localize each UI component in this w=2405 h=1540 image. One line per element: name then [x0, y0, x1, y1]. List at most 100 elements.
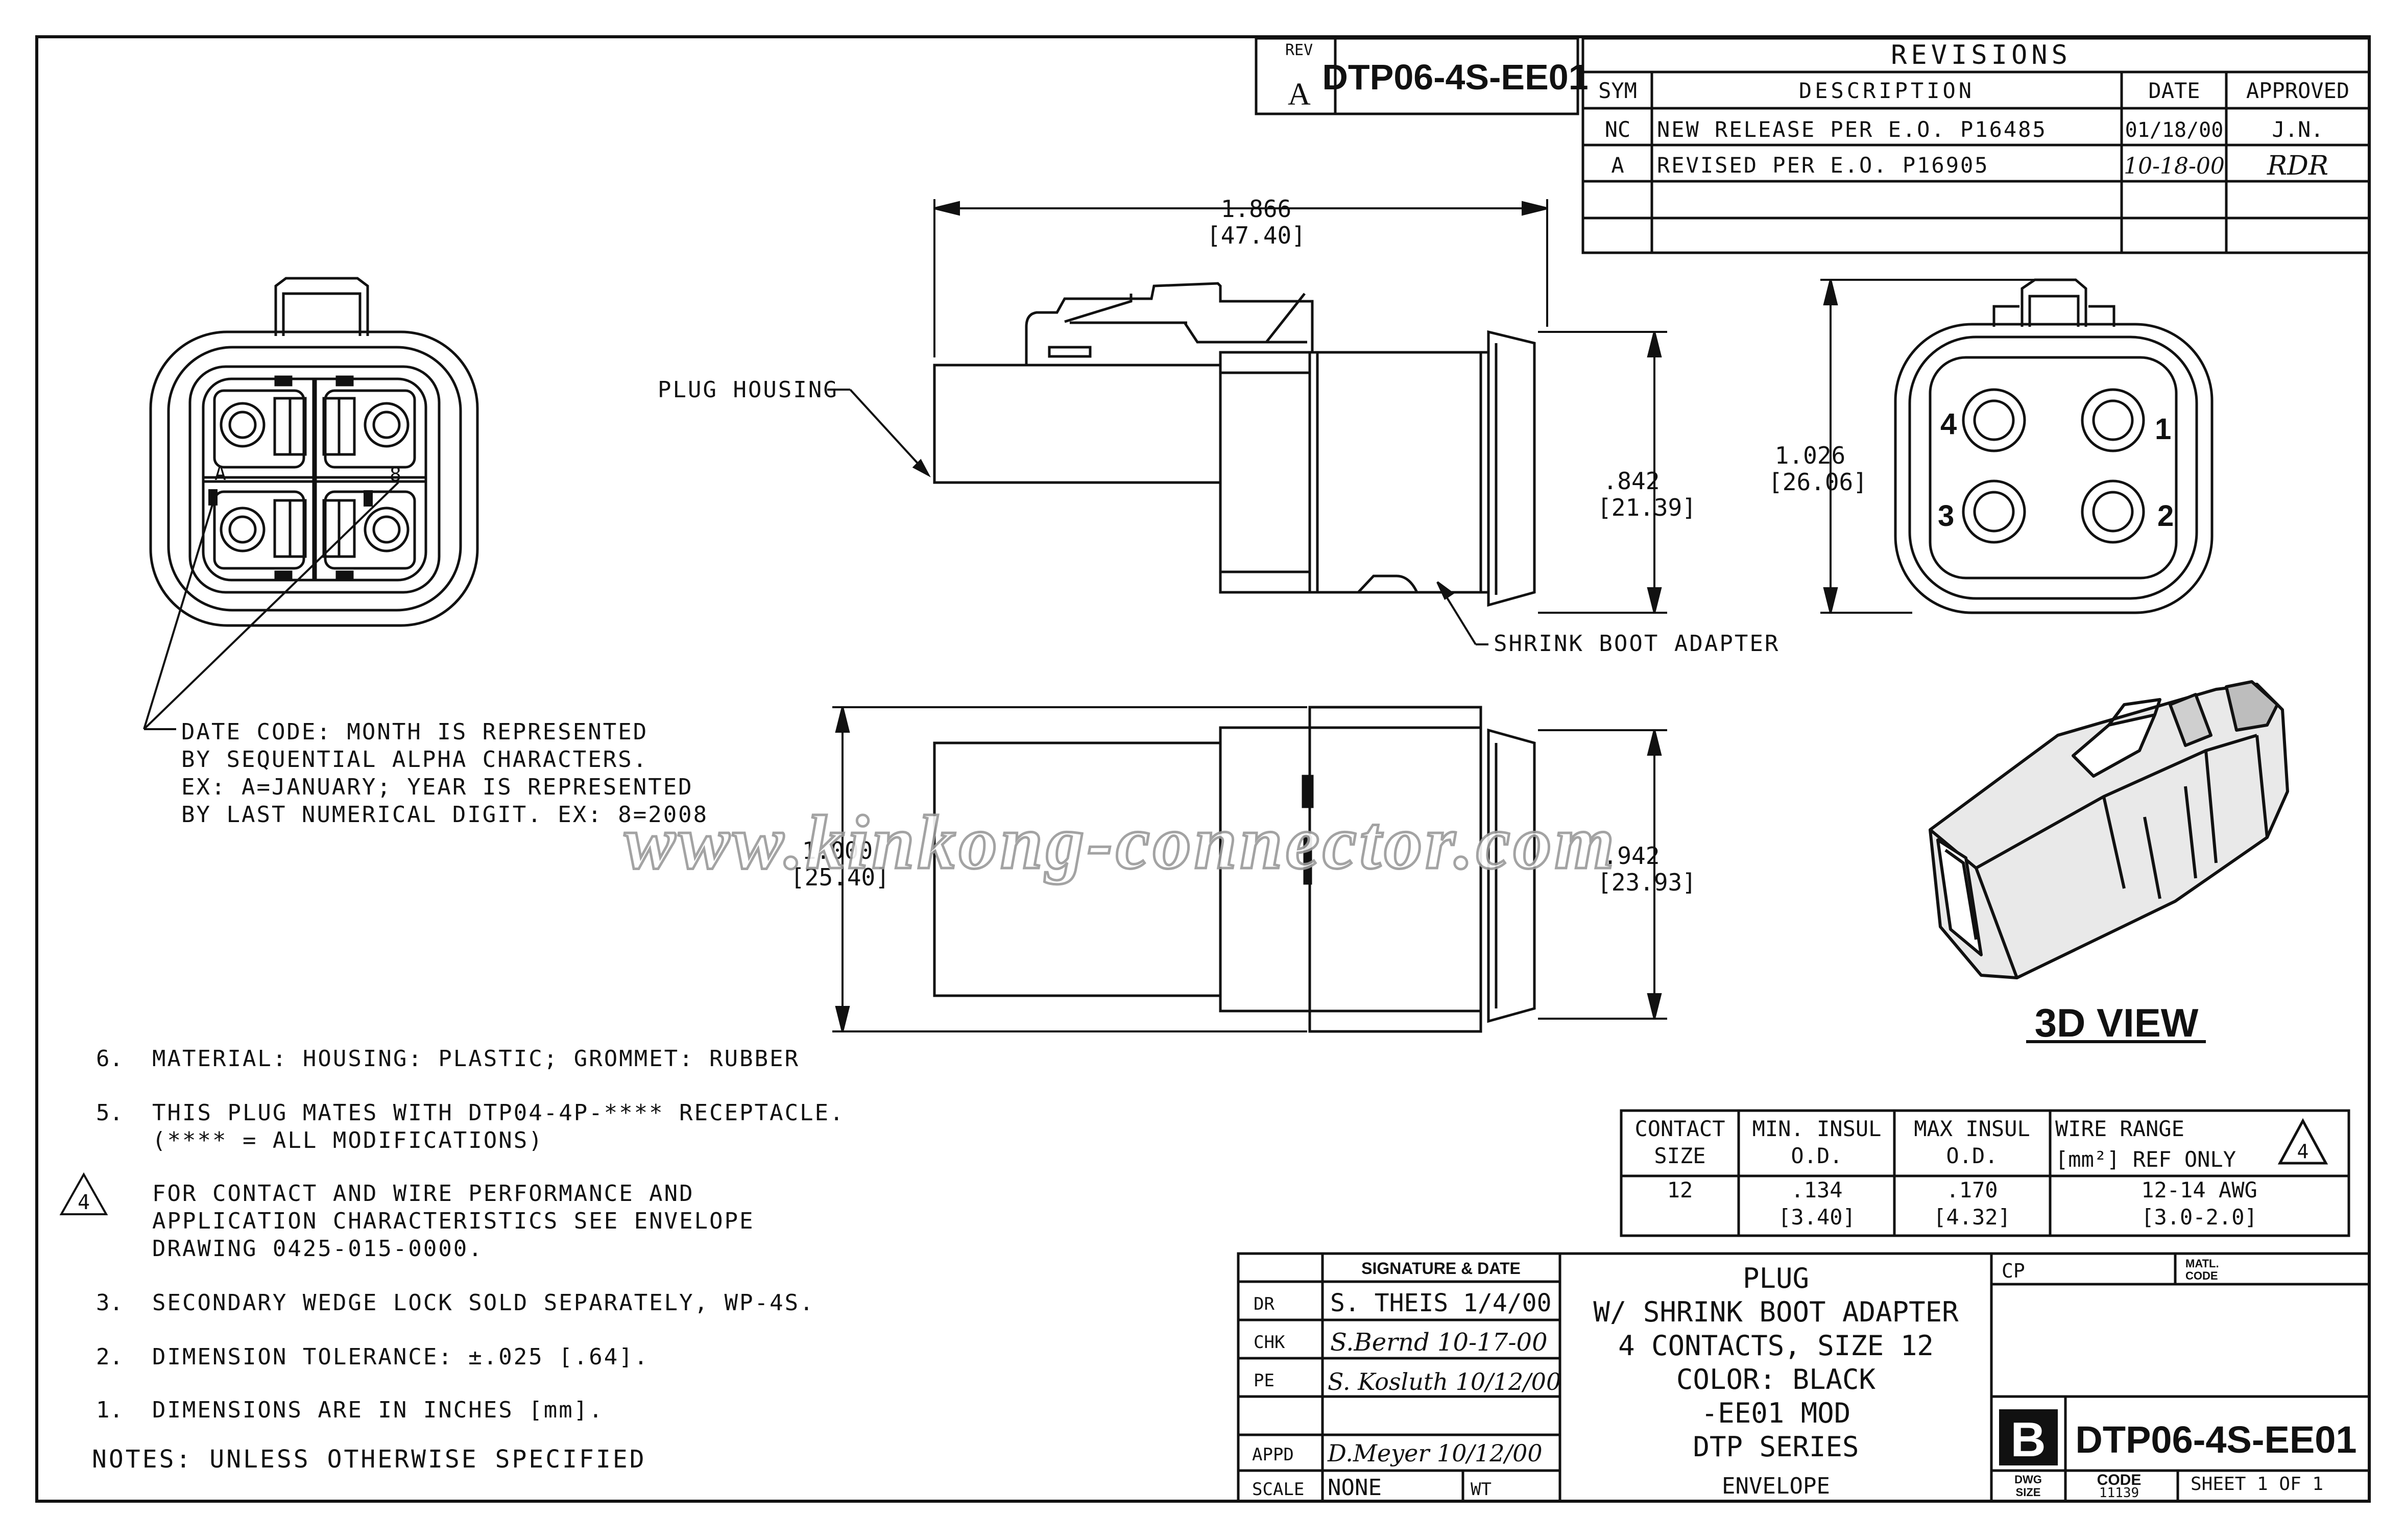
contact-header: MAX INSUL	[1914, 1116, 2030, 1141]
note-text: DRAWING 0425-015-0000.	[152, 1236, 484, 1262]
date-code-digit: 8	[390, 463, 401, 486]
envelope-label: ENVELOPE	[1722, 1473, 1830, 1499]
contact-header: CONTACT	[1634, 1116, 1725, 1141]
contact-cell: .170	[1946, 1177, 1998, 1202]
rev-row-date: 10-18-00	[2124, 153, 2225, 179]
dwg-size-label: DWG	[2014, 1473, 2042, 1486]
note-number: 4	[78, 1191, 90, 1214]
note-text: APPLICATION CHARACTERISTICS SEE ENVELOPE	[152, 1208, 755, 1234]
code-value: 11139	[2099, 1485, 2139, 1501]
dim-boot-width-mm: [23.93]	[1597, 869, 1696, 896]
date-code-note: DATE CODE: MONTH IS REPRESENTED BY SEQUE…	[181, 719, 708, 828]
part-number-header: DTP06-4S-EE01	[1322, 57, 1588, 97]
contact-header: [mm²] REF ONLY	[2055, 1147, 2236, 1172]
rev-row-approved: RDR	[2267, 151, 2328, 181]
date-code-letter: A	[214, 462, 226, 485]
matl-code-label: MATL.	[2185, 1257, 2219, 1270]
dim-boot-width	[1538, 729, 1667, 1020]
contact-table	[1620, 1109, 2350, 1237]
dim-boot-height	[1538, 331, 1667, 614]
notes: 6. MATERIAL: HOUSING: PLASTIC; GROMMET: …	[59, 1046, 844, 1474]
pin-label-1: 1	[2155, 413, 2171, 446]
contact-cell: .134	[1791, 1177, 1842, 1202]
rev-col-description: DESCRIPTION	[1799, 78, 1975, 103]
rev-value: A	[1288, 77, 1311, 112]
contact-header: O.D.	[1946, 1143, 1998, 1168]
sheet-count: SHEET 1 OF 1	[2191, 1474, 2323, 1495]
notes-footer: NOTES: UNLESS OTHERWISE SPECIFIED	[92, 1445, 646, 1474]
pin-label-2: 2	[2157, 499, 2174, 533]
rev-row-description: NEW RELEASE PER E.O. P16485	[1657, 117, 2047, 142]
signature-appd: D.Meyer 10/12/00	[1327, 1439, 1543, 1467]
revisions-title: REVISIONS	[1891, 40, 2072, 70]
pin-label-3: 3	[1938, 499, 1954, 533]
svg-text:EX: A=JANUARY; YEAR IS REPRESE: EX: A=JANUARY; YEAR IS REPRESENTED	[181, 774, 693, 800]
pin-face-view	[1894, 278, 2214, 614]
plug-housing-label: PLUG HOUSING	[658, 377, 838, 403]
contact-header: WIRE RANGE	[2055, 1116, 2184, 1141]
note-text: (**** = ALL MODIFICATIONS)	[152, 1127, 544, 1153]
note-number: 5.	[96, 1100, 123, 1126]
note-text: DIMENSIONS ARE IN INCHES [mm].	[152, 1397, 604, 1423]
contact-cell: [3.0-2.0]	[2141, 1205, 2257, 1230]
view-3d-label: 3D VIEW	[2035, 1000, 2199, 1045]
revisions-table	[1581, 37, 2371, 254]
signature-pe: S. Kosluth 10/12/00	[1328, 1368, 1561, 1395]
dim-boot-height-mm: [21.39]	[1597, 494, 1696, 521]
note-text: FOR CONTACT AND WIRE PERFORMANCE AND	[152, 1181, 694, 1207]
dim-face-height	[1820, 279, 2037, 614]
dim-face-height-mm: [26.06]	[1768, 468, 1867, 496]
wt-label: WT	[1471, 1479, 1492, 1500]
drawing-number: DTP06-4S-EE01	[2075, 1418, 2356, 1461]
svg-text:BY SEQUENTIAL ALPHA CHARACTERS: BY SEQUENTIAL ALPHA CHARACTERS.	[181, 747, 648, 773]
dim-body-height	[832, 706, 1307, 1032]
note-4-flag	[59, 1172, 108, 1215]
note-number: 2.	[96, 1344, 123, 1370]
front-face-view	[149, 277, 479, 627]
rev-row-approved: J.N.	[2272, 117, 2323, 142]
contact-note-flag: 4	[2297, 1140, 2309, 1163]
rev-label: REV	[1285, 41, 1313, 59]
dwg-size-label: SIZE	[2016, 1486, 2041, 1499]
date-code-leaders	[143, 482, 399, 730]
contact-header: SIZE	[1654, 1143, 1705, 1168]
scale-value: NONE	[1328, 1475, 1382, 1501]
note-number: 6.	[96, 1046, 123, 1072]
dim-length-mm: [47.40]	[1207, 222, 1306, 249]
role-appd: APPD	[1252, 1445, 1294, 1465]
signature-chk: S.Bernd 10-17-00	[1330, 1328, 1548, 1357]
shrink-boot-leader	[1436, 581, 1488, 645]
role-chk: CHK	[1254, 1332, 1285, 1353]
pin-label-4: 4	[1940, 407, 1957, 441]
side-view	[933, 282, 1536, 607]
rev-col-sym: SYM	[1598, 78, 1637, 103]
code-label: CODE	[2097, 1472, 2142, 1488]
title-block	[1237, 1252, 2371, 1503]
svg-text:BY LAST NUMERICAL DIGIT. EX: 8: BY LAST NUMERICAL DIGIT. EX: 8=2008	[181, 802, 708, 828]
sheet-border	[35, 35, 2371, 1503]
contact-header: O.D.	[1791, 1143, 1842, 1168]
role-scale: SCALE	[1252, 1479, 1304, 1500]
dim-boot-width-value: .942	[1603, 842, 1660, 870]
note-number: 1.	[96, 1397, 123, 1423]
title-line: COLOR: BLACK	[1676, 1363, 1876, 1395]
rev-row-sym: A	[1611, 153, 1624, 178]
title-line: W/ SHRINK BOOT ADAPTER	[1593, 1296, 1959, 1328]
signature-header: SIGNATURE & DATE	[1361, 1259, 1521, 1278]
size-letter: B	[2010, 1412, 2046, 1467]
title-line: DTP SERIES	[1693, 1431, 1859, 1463]
title-line: -EE01 MOD	[1701, 1397, 1851, 1429]
dim-body-height-value: 1.000	[802, 837, 873, 864]
title-line: PLUG	[1743, 1262, 1809, 1294]
role-dr: DR	[1254, 1294, 1274, 1314]
rev-col-approved: APPROVED	[2246, 78, 2349, 103]
cp-label: CP	[2002, 1260, 2025, 1282]
signature-dr: S. THEIS 1/4/00	[1330, 1289, 1551, 1317]
note-number: 3.	[96, 1290, 123, 1316]
shrink-boot-label: SHRINK BOOT ADAPTER	[1494, 631, 1779, 657]
date-code-letter-marker	[208, 489, 218, 506]
dim-boot-height-value: .842	[1603, 467, 1660, 495]
dim-body-height-mm: [25.40]	[790, 863, 889, 891]
contact-cell: 12-14 AWG	[2141, 1177, 2257, 1202]
header-box	[1255, 37, 1579, 115]
